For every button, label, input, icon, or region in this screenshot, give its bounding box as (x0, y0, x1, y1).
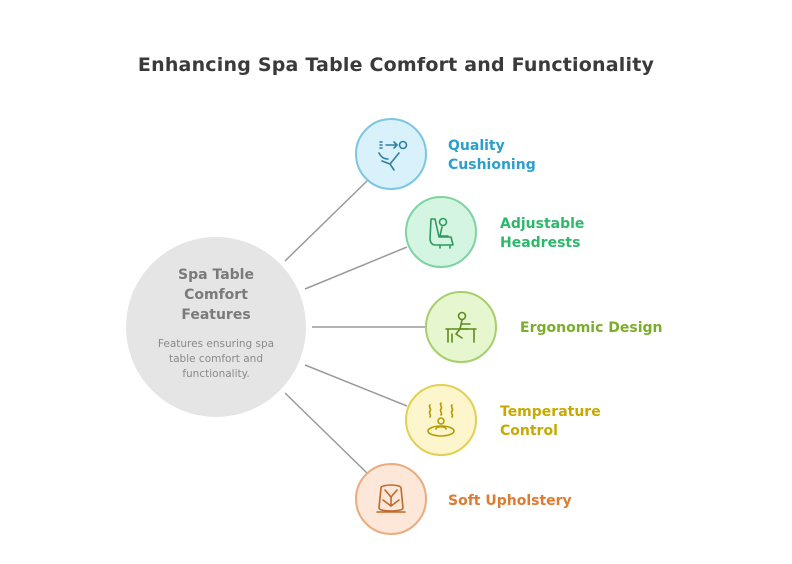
feature-node-quality-cushioning (355, 118, 427, 190)
person-at-desk-icon (445, 311, 477, 343)
feature-node-temperature-control (405, 384, 477, 456)
connector-quality-cushioning (284, 179, 369, 262)
feature-label-soft-upholstery: Soft Upholstery (448, 493, 572, 509)
feature-node-adjustable-headrests (405, 196, 477, 268)
center-description: Features ensuring spa table comfort and … (157, 337, 275, 380)
connector-adjustable-headrests (304, 246, 408, 290)
connector-temperature-control (304, 364, 408, 407)
seat-headrest-icon (429, 217, 454, 249)
center-title: Spa Table Comfort Features (178, 266, 254, 323)
page-title: Enhancing Spa Table Comfort and Function… (137, 54, 655, 76)
heat-person-icon (427, 402, 455, 437)
reclining-person-icon (378, 140, 408, 171)
feature-node-ergonomic-design (425, 291, 497, 363)
center-node: Spa Table Comfort Features Features ensu… (126, 237, 306, 417)
padded-seat-icon (376, 484, 406, 513)
feature-node-soft-upholstery (355, 463, 427, 535)
feature-label-ergonomic-design: Ergonomic Design (520, 320, 663, 336)
connector-soft-upholstery (284, 392, 369, 475)
